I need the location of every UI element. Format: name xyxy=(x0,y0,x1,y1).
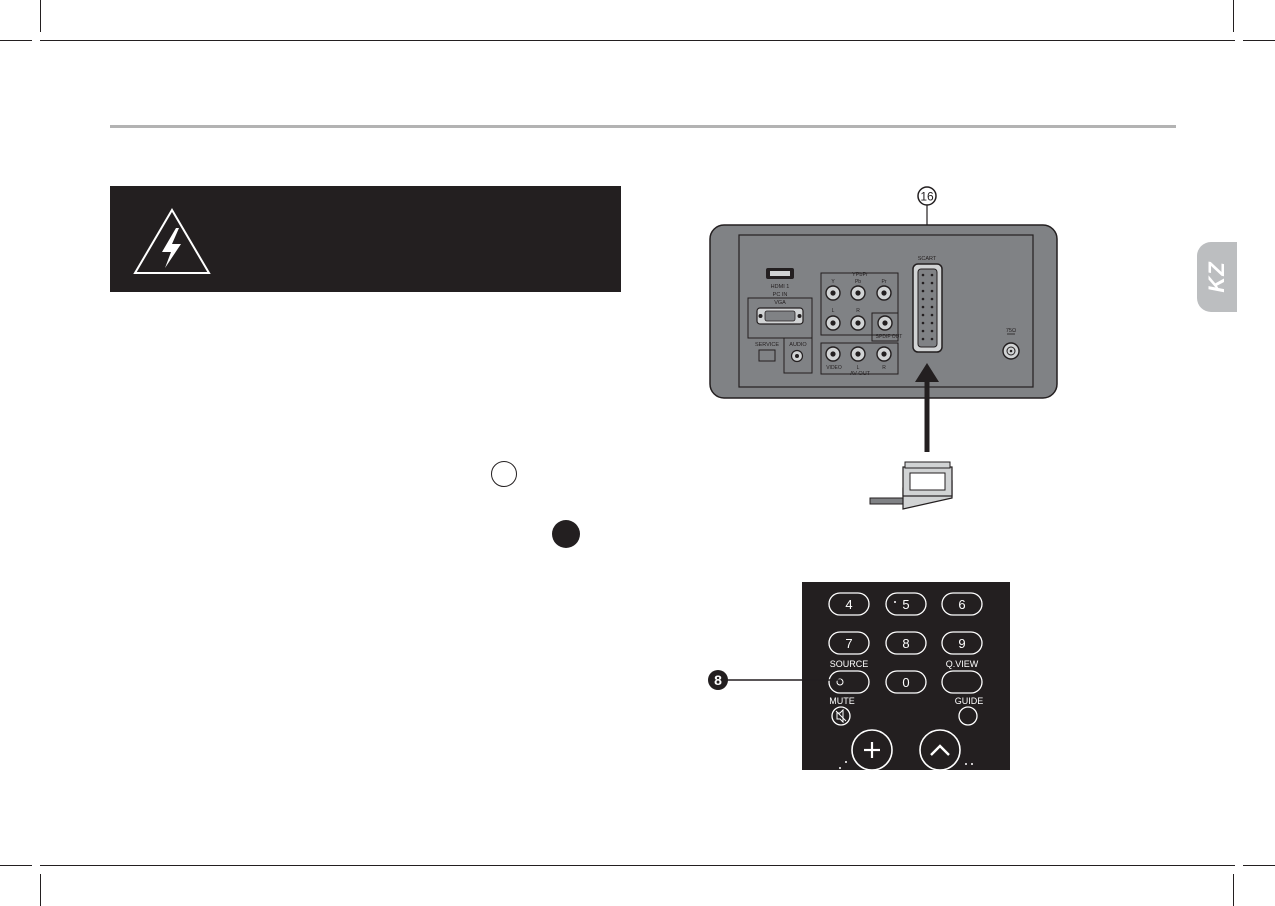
audio-r-label: R xyxy=(856,308,860,314)
y-label: Y xyxy=(831,279,835,285)
rca-jacks-av-out xyxy=(825,346,892,362)
crop-mark xyxy=(40,865,1235,866)
key-0: 0 xyxy=(902,675,909,690)
key-4: 4 xyxy=(845,597,852,612)
mute-icon xyxy=(835,708,847,724)
antenna-label: 75Ω xyxy=(1006,328,1016,334)
video-label: VIDEO xyxy=(826,365,842,371)
outline-circle-symbol xyxy=(491,461,517,487)
service-label: SERVICE xyxy=(755,342,779,348)
guide-key xyxy=(958,706,978,726)
chevron-up-icon xyxy=(930,744,950,756)
remote-control-diagram: 4 5 6 7 8 9 SOURCE Q.VIEW 0 MUTE GUIDE 8 xyxy=(708,582,1010,770)
scart-plug xyxy=(869,461,953,510)
guide-label: GUIDE xyxy=(955,696,984,706)
source-key xyxy=(828,670,870,694)
crop-mark xyxy=(1233,0,1234,32)
pc-in-label: PC IN xyxy=(773,292,788,298)
mute-label: MUTE xyxy=(829,696,855,706)
high-voltage-icon xyxy=(133,208,211,274)
header-rule xyxy=(110,125,1176,128)
av-out-label: AV OUT xyxy=(850,371,871,377)
keypad-row-2: 7 8 9 xyxy=(828,631,983,655)
crop-mark xyxy=(1233,874,1234,906)
filled-circle-symbol xyxy=(552,520,580,548)
callout-8-label: 8 xyxy=(714,672,722,688)
vga-label: VGA xyxy=(774,300,786,306)
qview-key xyxy=(941,670,983,694)
qview-label: Q.VIEW xyxy=(946,659,979,669)
key-9: 9 xyxy=(958,636,965,651)
scart-label: SCART xyxy=(918,256,937,262)
audio-l-label: L xyxy=(832,308,835,314)
volume-up-key xyxy=(851,729,893,770)
key-7: 7 xyxy=(845,636,852,651)
service-port xyxy=(758,349,776,362)
rca-jacks-component xyxy=(825,285,892,301)
ypbpr-label: YPbPr xyxy=(852,272,868,278)
audio-label: AUDIO xyxy=(789,342,807,348)
crop-mark xyxy=(40,40,1235,41)
remote-body xyxy=(802,582,1010,770)
plus-icon xyxy=(864,742,880,758)
callout-8-circle xyxy=(708,670,728,690)
keypad-row-1: 4 5 6 xyxy=(828,592,983,616)
connector-panel-diagram: 16 SCART HDMI 1 PC IN VGA SERVICE AUDIO … xyxy=(709,186,1058,510)
callout-16-label: 16 xyxy=(920,190,934,204)
pr-label: Pr xyxy=(882,279,887,285)
warning-box xyxy=(110,186,621,292)
crop-mark xyxy=(1243,865,1275,866)
language-tab: KZ xyxy=(1197,242,1237,312)
crop-mark xyxy=(0,865,32,866)
source-label: SOURCE xyxy=(830,659,869,669)
spdif-label: SPDIF OUT xyxy=(876,334,903,340)
rca-jacks-audio xyxy=(825,315,866,331)
key-5: 5 xyxy=(902,597,909,612)
key-6: 6 xyxy=(958,597,965,612)
crop-mark xyxy=(0,40,32,41)
mute-key xyxy=(831,706,851,726)
hdmi-label: HDMI 1 xyxy=(771,284,790,290)
crop-mark xyxy=(1243,40,1275,41)
crop-mark xyxy=(40,874,41,906)
language-tab-label: KZ xyxy=(1204,261,1229,293)
pb-label: Pb xyxy=(855,279,861,285)
channel-up-key xyxy=(919,729,961,770)
key-8: 8 xyxy=(902,636,909,651)
crop-mark xyxy=(40,0,41,32)
av-l-label: L xyxy=(857,365,860,371)
av-r-label: R xyxy=(882,365,886,371)
